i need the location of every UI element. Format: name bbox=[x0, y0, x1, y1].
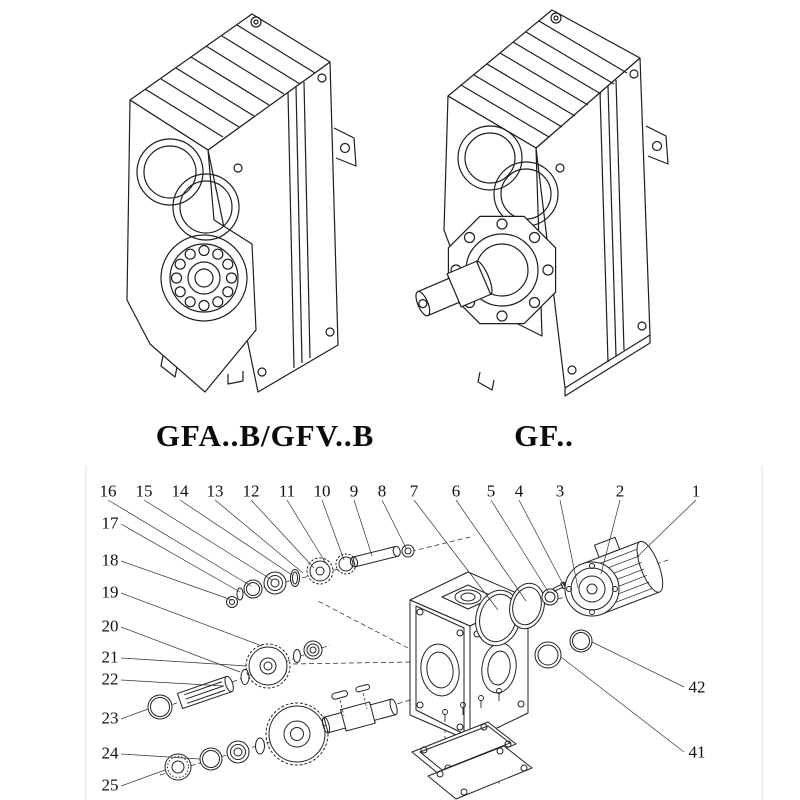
callout-19: 19 bbox=[101, 582, 119, 602]
callout-23: 23 bbox=[101, 708, 119, 728]
gearbox-right-drawing bbox=[415, 9, 669, 397]
retaining-rings bbox=[534, 629, 593, 669]
callout-11: 11 bbox=[278, 481, 296, 501]
callout-42: 42 bbox=[688, 677, 706, 697]
page-frame-lines bbox=[85, 466, 763, 800]
callout-12: 12 bbox=[242, 481, 260, 501]
callout-24: 24 bbox=[101, 743, 119, 763]
leader-lines bbox=[107, 499, 697, 787]
gearbox-left-drawing bbox=[126, 13, 357, 393]
callout-21: 21 bbox=[101, 647, 119, 667]
callout-3: 3 bbox=[555, 481, 565, 501]
callout-10: 10 bbox=[313, 481, 331, 501]
callout-17: 17 bbox=[101, 513, 119, 533]
model-label-right: GF.. bbox=[514, 418, 574, 453]
callout-8: 8 bbox=[377, 481, 387, 501]
callout-13: 13 bbox=[206, 481, 224, 501]
input-shaft-parts bbox=[226, 544, 415, 608]
callout-18: 18 bbox=[101, 550, 119, 570]
callout-22: 22 bbox=[101, 669, 119, 689]
intermediate-shaft-parts bbox=[147, 640, 323, 720]
callout-16: 16 bbox=[99, 481, 117, 501]
callout-4: 4 bbox=[514, 481, 524, 501]
callout-2: 2 bbox=[615, 481, 625, 501]
output-shaft-parts bbox=[164, 684, 398, 781]
callout-41: 41 bbox=[688, 742, 706, 762]
callout-9: 9 bbox=[349, 481, 359, 501]
model-label-left: GFA..B/GFV..B bbox=[155, 418, 375, 453]
callout-7: 7 bbox=[409, 481, 419, 501]
input-side-parts bbox=[475, 576, 577, 647]
callout-25: 25 bbox=[101, 775, 119, 795]
callout-1: 1 bbox=[691, 481, 701, 501]
callout-5: 5 bbox=[486, 481, 496, 501]
gearbox-housing bbox=[409, 571, 529, 742]
callout-15: 15 bbox=[135, 481, 153, 501]
callout-14: 14 bbox=[171, 481, 189, 501]
exploded-diagram bbox=[147, 536, 669, 800]
motor-unit bbox=[564, 536, 664, 617]
callout-6: 6 bbox=[451, 481, 461, 501]
cover-plates bbox=[411, 688, 533, 800]
callout-20: 20 bbox=[101, 616, 119, 636]
